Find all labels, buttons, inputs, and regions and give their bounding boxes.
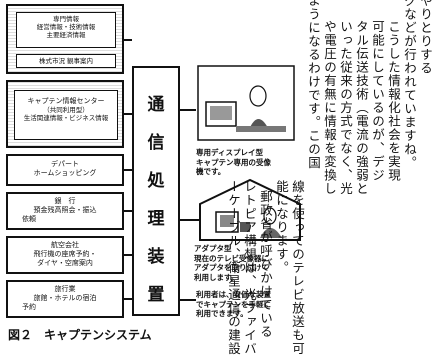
center-char-2: 信	[147, 133, 165, 153]
text-column-2: グなどが行われていますね。	[402, 0, 417, 170]
info-inner-box: 専門情報 経営情報・技術情報 主要経済情報	[16, 12, 116, 48]
text-column-11: 郵政省が呼びかけている	[258, 190, 273, 339]
airline-service-2: ダイヤ・空席案内	[37, 259, 93, 267]
bank-service-1: 預金残高照会・振込	[33, 206, 97, 214]
text-column-6: いった従来の方式でなく、光	[338, 20, 353, 196]
captain-system-diagram: 専門情報 経営情報・技術情報 主要経済情報 株式市況 観事案内 キャプテン情報セ…	[6, 4, 301, 342]
text-column-1: やりとりする	[418, 0, 433, 75]
center-type: （共同利用型）	[43, 106, 89, 114]
adapter-label-1: アダプタ型	[194, 244, 232, 253]
text-column-13: ーケーブル、衛星通信の建設	[226, 180, 241, 356]
dedicated-label-3: 機です。	[196, 167, 226, 176]
department-service: ホームショッピング	[33, 169, 97, 177]
airline-title: 航空会社	[51, 241, 79, 249]
bank-title: 銀 行	[54, 197, 76, 205]
user-note-1: 利用者は、安価な装置	[196, 290, 271, 299]
center-char-4: 理	[147, 209, 165, 229]
adapter-label: アダプタ型 現在のテレビ受像器に アダプタを取り付けて 利用します。	[194, 244, 269, 282]
adapter-label-3: アダプタを取り付けて	[194, 263, 269, 272]
text-column-10: 能になります。	[274, 180, 289, 275]
user-note-2: でキャプテンを手軽に	[196, 299, 271, 309]
text-column-9: 線を使ってのテレビ放送も可	[290, 180, 305, 356]
dedicated-label-2: キャプテン専用の受像	[196, 157, 271, 167]
connector-lines	[124, 39, 200, 301]
info-line-1: 専門情報	[53, 15, 79, 23]
user-note-label: 利用者は、安価な装置 でキャプテンを手軽に 利用できます。	[196, 290, 271, 319]
info-line-2: 経営情報・技術情報	[36, 23, 96, 31]
airline-box: 航空会社 飛行機の座席予約・ ダイヤ・空席案内	[6, 236, 124, 274]
travel-service-2: 予約	[22, 303, 36, 311]
captain-center-box: キャプテン情報センター （共同利用型） 生活関連情報・ビジネス情報	[6, 80, 124, 148]
dedicated-label-1: 専用ディスプレイ型	[196, 148, 263, 157]
center-char-6: 置	[147, 285, 165, 305]
text-column-3: こうした情報化社会を実現	[386, 20, 401, 182]
dedicated-display-label: 専用ディスプレイ型 キャプテン専用の受像 機です。	[196, 148, 271, 177]
text-column-8: ようになるわけです。この国	[306, 0, 321, 170]
figure-caption: 図２ キャプテンシステム	[8, 328, 152, 342]
adapter-label-2: 現在のテレビ受像器に	[194, 253, 269, 263]
airline-service-1: 飛行機の座席予約・	[33, 250, 97, 258]
center-info: 生活関連情報・ビジネス情報	[23, 114, 109, 122]
travel-title: 旅行業	[54, 285, 76, 293]
user-note-3: 利用できます。	[196, 309, 248, 318]
department-title: デパート	[51, 160, 79, 168]
department-store-box: デパート ホームショッピング	[6, 154, 124, 186]
info-line-4: 株式市況 観事案内	[16, 54, 116, 68]
info-line-3: 主要経済情報	[46, 31, 86, 39]
bank-service-2: 依頼	[22, 215, 36, 223]
center-char-3: 処	[147, 171, 165, 191]
dedicated-display-icon	[197, 65, 295, 141]
travel-service-1: 旅館・ホテルの宿泊	[33, 294, 97, 302]
captain-center-inner: キャプテン情報センター （共同利用型） 生活関連情報・ビジネス情報	[14, 90, 118, 140]
text-column-4: 可能にしているのが、デジ	[370, 20, 385, 182]
adapter-house-icon	[199, 178, 301, 241]
bank-box: 銀 行 預金残高照会・振込 依頼	[6, 192, 124, 230]
communication-processor: 通 信 処 理 装 置	[132, 66, 180, 316]
text-column-5: タル伝送技術（電流の強弱と	[354, 20, 369, 196]
center-char-5: 装	[147, 247, 165, 267]
travel-agency-box: 旅行業 旅館・ホテルの宿泊 予約	[6, 280, 124, 318]
info-source-box: 専門情報 経営情報・技術情報 主要経済情報 株式市況 観事案内	[6, 4, 124, 74]
text-column-12: レトピア構想は、光ファイバ	[242, 180, 257, 356]
center-char-1: 通	[147, 95, 165, 115]
center-title: キャプテン情報センター	[27, 97, 105, 105]
adapter-label-4: 利用します。	[194, 272, 239, 282]
text-column-7: や電圧の有無に情報を変換し	[322, 20, 337, 196]
